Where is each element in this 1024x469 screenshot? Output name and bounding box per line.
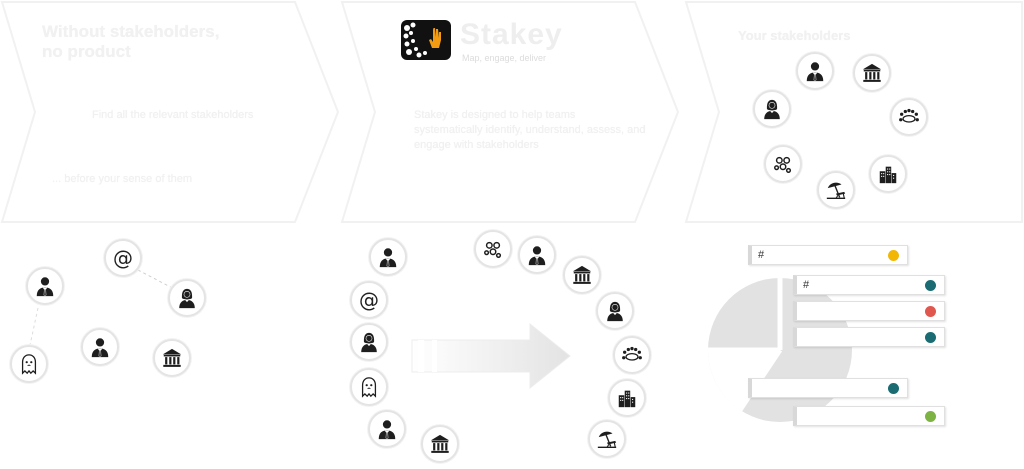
bank-icon [853, 54, 891, 92]
stakeholder-bar[interactable] [793, 406, 945, 426]
ghost-icon [350, 368, 388, 406]
bank-icon [153, 339, 191, 377]
middle-panel-description: Stakey is designed to help teams systema… [414, 109, 646, 151]
city-icon [869, 155, 907, 193]
brand-wordmark: Stakey [460, 18, 563, 51]
stakeholder-bar[interactable] [793, 301, 945, 321]
status-dot [925, 280, 936, 291]
status-dot [888, 383, 899, 394]
stakeholder-bar[interactable] [793, 327, 945, 347]
left-panel-title: Without stakeholders, no product [42, 22, 220, 61]
stakeholder-man-icon [81, 328, 119, 366]
stakeholder-man-icon [369, 238, 407, 276]
stakeholder-man-icon [368, 410, 406, 448]
stakeholder-woman-icon [753, 90, 791, 128]
status-dot [925, 411, 936, 422]
molecule-icon [764, 145, 802, 183]
stakeholder-woman-icon [168, 279, 206, 317]
connection-lines [29, 269, 181, 346]
beach-icon [588, 420, 626, 458]
stakeholder-man-icon [518, 236, 556, 274]
stakeholder-bar[interactable]: # [793, 275, 945, 295]
left-panel-line2: ... before your sense of them [52, 173, 193, 185]
status-dot [925, 306, 936, 317]
bank-icon [563, 256, 601, 294]
brand-tagline: Map, engage, deliver [462, 53, 547, 63]
stakeholder-woman-icon [350, 323, 388, 361]
left-panel-line1: Find all the relevant stakeholders [92, 109, 254, 121]
stakeholder-woman-icon [596, 292, 634, 330]
status-dot [888, 250, 899, 261]
molecule-icon [474, 230, 512, 268]
meeting-icon [613, 336, 651, 374]
bank-icon [421, 425, 459, 463]
status-dot [925, 332, 936, 343]
at-contact-icon: @ [350, 281, 388, 319]
city-icon [608, 379, 646, 417]
panel-left-chevron [0, 0, 345, 225]
beach-icon [817, 171, 855, 209]
right-panel-title: Your stakeholders [738, 28, 851, 43]
brand-logo [401, 20, 451, 60]
stakeholder-man-icon [796, 52, 834, 90]
at-contact-icon: @ [104, 239, 142, 277]
stakeholder-man-icon [26, 267, 64, 305]
ghost-icon [10, 345, 48, 383]
meeting-icon [890, 98, 928, 136]
stakeholder-bar[interactable] [748, 378, 908, 398]
stakeholder-bar[interactable]: # [748, 245, 908, 265]
transform-arrow [411, 322, 571, 390]
